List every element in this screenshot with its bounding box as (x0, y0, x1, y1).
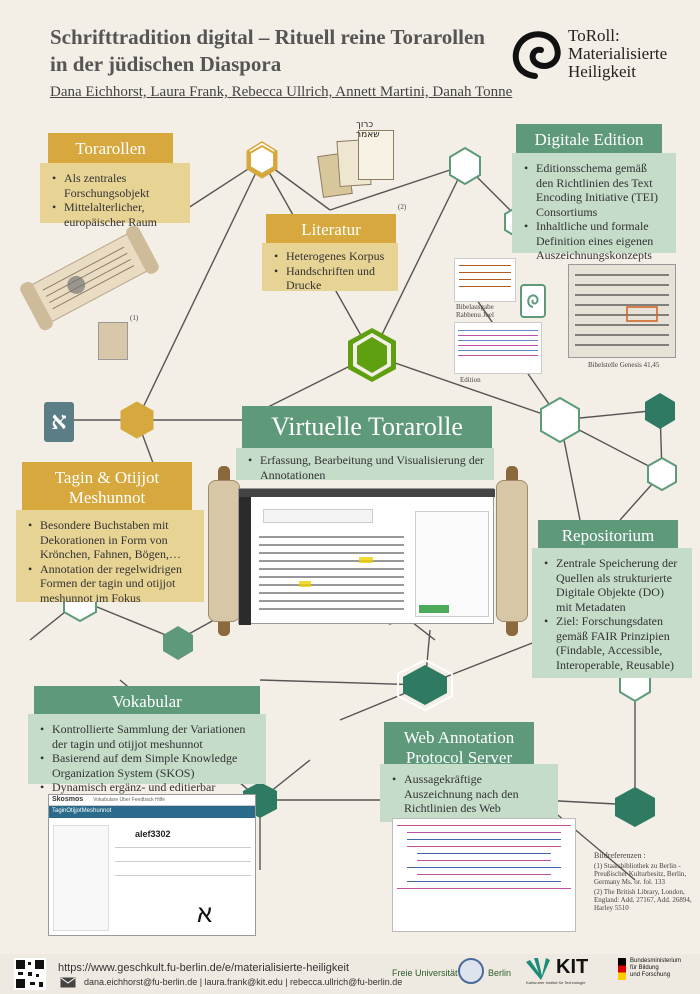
bildreferenz-item: (2) The British Library, London, England… (594, 888, 692, 912)
literatur-list: Heterogenes Korpus Handschriften und Dru… (262, 243, 398, 293)
bmbf-line: Bundesministerium (630, 958, 682, 964)
vokabular-title: Vokabular (34, 686, 260, 718)
qr-code-icon[interactable] (14, 958, 46, 990)
kit-sub: Karlsruher Institut für Technologie (526, 980, 586, 985)
poster-title: Schrifttradition digital – Rituell reine… (50, 25, 485, 76)
edition-list: Editionsschema gemäß den Richtlinien des… (512, 153, 676, 262)
tagin-title: Tagin & Otijjot Meshunnot (22, 462, 192, 514)
vokabular-list: Kontrollierte Sammlung der Variationen d… (28, 714, 266, 794)
repositorium-item: Zentrale Speicherung der Quellen als str… (544, 556, 682, 614)
tag-icon (520, 284, 546, 318)
skosmos-concept: alef3302 (135, 829, 171, 839)
logo-line1: ToRoll: (568, 26, 620, 45)
edition-item: Editionsschema gemäß den Richtlinien des… (524, 161, 666, 219)
skosmos-brand: Skosmos (52, 796, 84, 803)
logo-text: ToRoll: Materialisierte Heiligkeit (568, 27, 667, 81)
fu-seal-icon (458, 958, 484, 984)
torarollen-marker: (1) (130, 314, 139, 322)
virtuell-item: Erfassung, Bearbeitung und Visualisierun… (248, 453, 484, 482)
tagin-item: Besondere Buchstaben mit Dekorationen in… (28, 518, 194, 562)
virtuell-title: Virtuelle Torarolle (242, 406, 492, 448)
torarollen-title: Torarollen (48, 133, 173, 165)
virtuell-list: Erfassung, Bearbeitung und Visualisierun… (236, 448, 494, 482)
scroll-roller-right (492, 466, 532, 636)
fu-logo: Freie Universität (392, 968, 458, 978)
edition-title: Digitale Edition (516, 124, 662, 156)
torarollen-item: Als zentrales Forschungsobjekt (52, 171, 180, 200)
rabbenu-joel-image (454, 258, 516, 302)
bmbf-line: und Forschung (630, 972, 671, 978)
vokabular-item: Kontrollierte Sammlung der Variationen d… (40, 722, 256, 751)
mail-icon (60, 977, 76, 988)
vokabular-item: Basierend auf dem Simple Knowledge Organ… (40, 751, 256, 780)
edition-item: Inhaltliche und formale Definition eines… (524, 219, 666, 263)
fu-name2: Berlin (488, 968, 512, 978)
repositorium-item: Ziel: Forschungsdaten gemäß FAIR Prinzip… (544, 614, 682, 672)
literatur-item: Handschriften und Drucke (274, 264, 388, 293)
footer-url[interactable]: https://www.geschkult.fu-berlin.de/e/mat… (58, 962, 350, 974)
footer-emails[interactable]: dana.eichhorst@fu-berlin.de | laura.fran… (84, 977, 403, 987)
kit-name: KIT (556, 956, 589, 978)
caption-bibel: Bibelausgabe Rabbenu Joel (456, 303, 494, 319)
skosmos-nav: Vokabulare Über Feedback Hilfe (93, 797, 166, 803)
manuscript-detail-image (98, 322, 128, 360)
tagin-item: Annotation der regelwidrigen Formen der … (28, 562, 194, 606)
bildreferenz-item: (1) Staatsbibliothek zu Berlin - Preußis… (594, 862, 687, 886)
hex-outline (249, 144, 275, 176)
wadm-json-image (392, 818, 576, 932)
literatur-title: Literatur (266, 214, 396, 246)
wap-list: Aussagekräftige Auszeichnung nach den Ri… (380, 764, 558, 844)
kit-logo: KIT Karlsruher Institut für Technologie (526, 956, 596, 988)
literatur-item: Heterogenes Korpus (274, 249, 388, 264)
bmbf-logo: Bundesministerium für Bildung und Forsch… (618, 958, 698, 992)
repositorium-list: Zentrale Speicherung der Quellen als str… (532, 548, 692, 678)
bildreferenzen: Bildreferenzen : (1) Staatsbibliothek zu… (594, 851, 694, 913)
logo-line3: Heiligkeit (568, 62, 636, 81)
skosmos-tab: TaginOtijjotMeshunnot (49, 806, 255, 818)
tagin-list: Besondere Buchstaben mit Dekorationen in… (16, 510, 204, 605)
repositorium-title: Repositorium (538, 520, 678, 552)
caption-genesis: Bibelstelle Genesis 41,45 (588, 361, 660, 369)
skosmos-screenshot: Skosmos Vokabulare Über Feedback Hilfe T… (48, 794, 256, 936)
torarollen-item: Mittelalterlicher, europäischer Raum (52, 200, 180, 229)
tei-code-image (454, 322, 542, 374)
fu-name: Freie Universität (392, 968, 458, 978)
toroll-logo-icon (512, 31, 561, 79)
logo-line2: Materialisierte (568, 44, 668, 63)
literature-images: כרוך שאמר (317, 120, 400, 202)
bmbf-line: für Bildung (630, 965, 659, 971)
aleph-icon: א (44, 402, 74, 442)
aleph-glyph: א (197, 901, 213, 928)
authors: Dana Eichhorst, Laura Frank, Rebecca Ull… (50, 84, 513, 100)
footer (0, 954, 700, 994)
torarollen-list: Als zentrales Forschungsobjekt Mittelalt… (40, 163, 190, 229)
bildreferenzen-title: Bildreferenzen : (594, 851, 646, 860)
literatur-marker: (2) (398, 203, 407, 211)
caption-edition: Edition (460, 376, 481, 384)
vokabular-item: Dynamisch ergänz- und editierbar (40, 780, 256, 795)
genesis-image (568, 264, 676, 358)
annotation-app-screenshot (238, 488, 495, 625)
torah-scroll-image (20, 225, 159, 331)
